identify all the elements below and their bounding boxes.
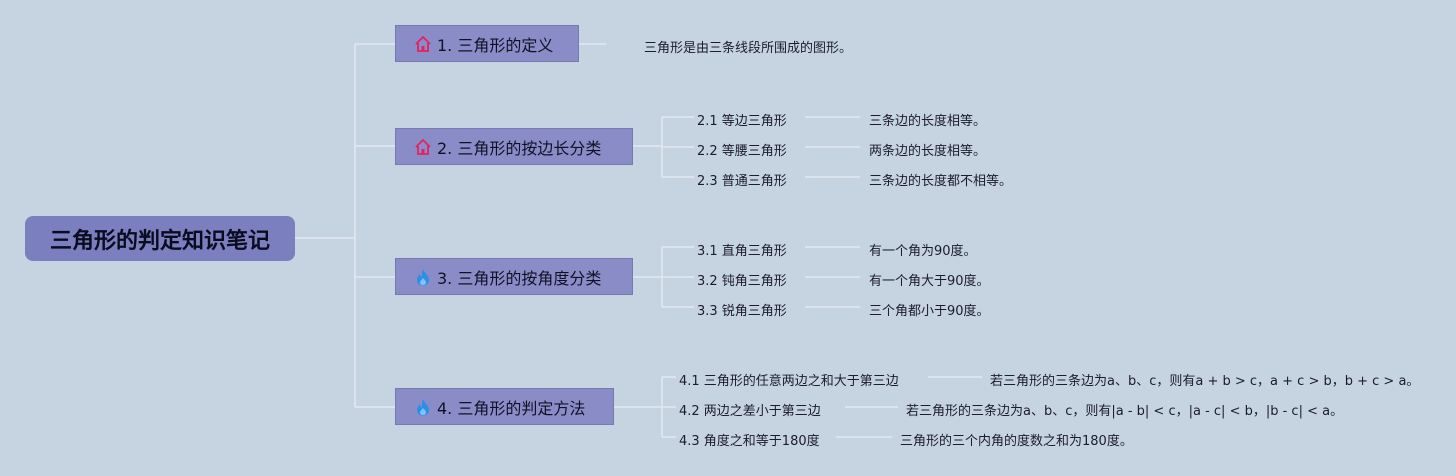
leaf-label[interactable]: 4.2 两边之差小于第三边 [679, 404, 821, 419]
leaf-note: 若三角形的三条边为a、b、c，则有a + b > c，a + c > b，b +… [990, 374, 1420, 389]
definition-note: 三角形是由三条线段所围成的图形。 [644, 41, 853, 56]
leaf-label[interactable]: 3.2 钝角三角形 [697, 274, 787, 289]
flame-icon [417, 268, 429, 285]
branch-angle-classification[interactable]: 3. 三角形的按角度分类 [395, 258, 633, 295]
leaf-label[interactable]: 2.3 普通三角形 [697, 174, 787, 189]
leaf-note: 有一个角为90度。 [869, 244, 977, 259]
branch-judgment-methods[interactable]: 4. 三角形的判定方法 [395, 388, 614, 425]
leaf-note: 三条边的长度相等。 [869, 114, 987, 129]
leaf-label[interactable]: 2.1 等边三角形 [697, 114, 787, 129]
leaf-note: 三角形的三个内角的度数之和为180度。 [900, 434, 1133, 449]
branch-definition[interactable]: 1. 三角形的定义 [395, 25, 579, 62]
leaf-label[interactable]: 3.1 直角三角形 [697, 244, 787, 259]
branch-label: 1. 三角形的定义 [437, 35, 554, 55]
leaf-label[interactable]: 4.3 角度之和等于180度 [679, 434, 820, 449]
leaf-note: 有一个角大于90度。 [869, 274, 990, 289]
branch-label: 2. 三角形的按边长分类 [437, 138, 602, 158]
root-node-label: 三角形的判定知识笔记 [49, 228, 270, 254]
leaf-label[interactable]: 2.2 等腰三角形 [697, 144, 787, 159]
branch-side-classification[interactable]: 2. 三角形的按边长分类 [395, 128, 633, 165]
branch-label: 3. 三角形的按角度分类 [437, 268, 602, 288]
leaf-note: 三条边的长度都不相等。 [869, 174, 1013, 189]
home-icon [415, 35, 431, 52]
leaf-label[interactable]: 3.3 锐角三角形 [697, 304, 787, 319]
leaf-note: 三个角都小于90度。 [869, 304, 990, 319]
root-node[interactable]: 三角形的判定知识笔记 [25, 216, 295, 261]
flame-icon [417, 398, 429, 415]
leaf-note: 若三角形的三条边为a、b、c，则有|a - b| < c，|a - c| < b… [906, 404, 1344, 419]
branch-label: 4. 三角形的判定方法 [437, 398, 586, 418]
home-icon [415, 138, 431, 155]
leaf-label[interactable]: 4.1 三角形的任意两边之和大于第三边 [679, 374, 899, 389]
leaf-note: 两条边的长度相等。 [869, 144, 987, 159]
